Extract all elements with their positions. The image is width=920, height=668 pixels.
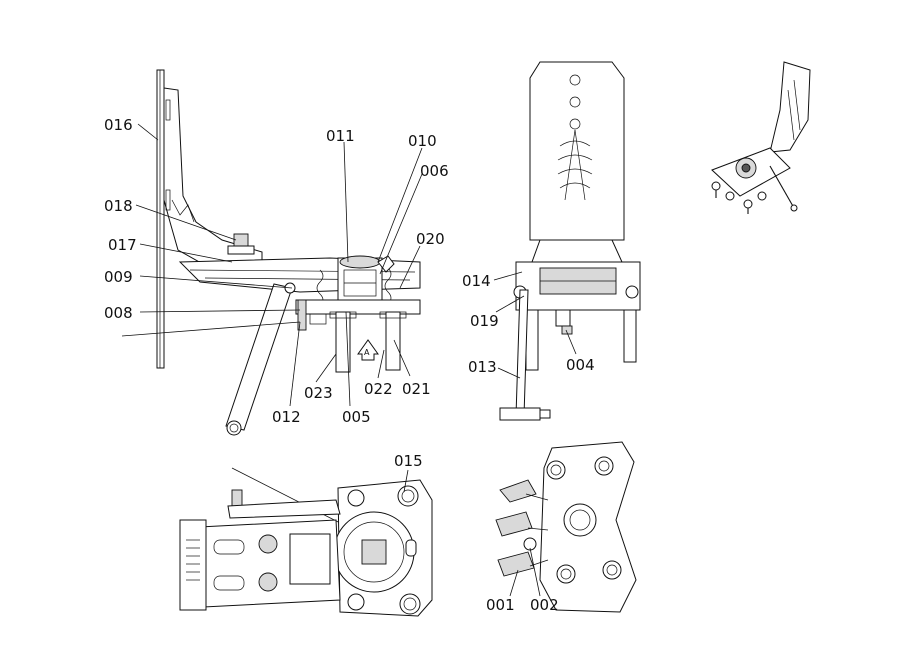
callout-023: 023 [304, 384, 333, 402]
leader-lines [135, 123, 577, 597]
callout-013: 013 [468, 358, 497, 376]
callout-011: 011 [326, 127, 355, 145]
top-view [179, 467, 433, 617]
callout-021: 021 [402, 380, 431, 398]
callout-004: 004 [566, 356, 595, 374]
callout-005: 005 [342, 408, 371, 426]
callout-020: 020 [416, 230, 445, 248]
callout-022: 022 [364, 380, 393, 398]
callout-009: 009 [104, 268, 133, 286]
front-view [499, 61, 641, 421]
bottom-view [495, 441, 637, 613]
callout-012: 012 [272, 408, 301, 426]
callout-001: 001 [486, 596, 515, 614]
front-plate [529, 61, 625, 241]
callout-014: 014 [462, 272, 491, 290]
callout-002: 002 [530, 596, 559, 614]
bolt-018 [233, 233, 249, 247]
terminal-021 [385, 311, 401, 371]
callout-019: 019 [470, 312, 499, 330]
callout-010: 010 [408, 132, 437, 150]
callout-017: 017 [108, 236, 137, 254]
view-marker-label: A [364, 348, 370, 357]
callout-018: 018 [104, 197, 133, 215]
isometric-view [711, 61, 811, 214]
callout-008: 008 [104, 304, 133, 322]
view-arrow [357, 339, 379, 361]
callout-006: 006 [420, 162, 449, 180]
callout-labels: 016 018 017 009 008 011 010 006 020 012 … [104, 116, 595, 614]
callout-015: 015 [394, 452, 423, 470]
callout-016: 016 [104, 116, 133, 134]
mounting-plate [156, 69, 165, 369]
